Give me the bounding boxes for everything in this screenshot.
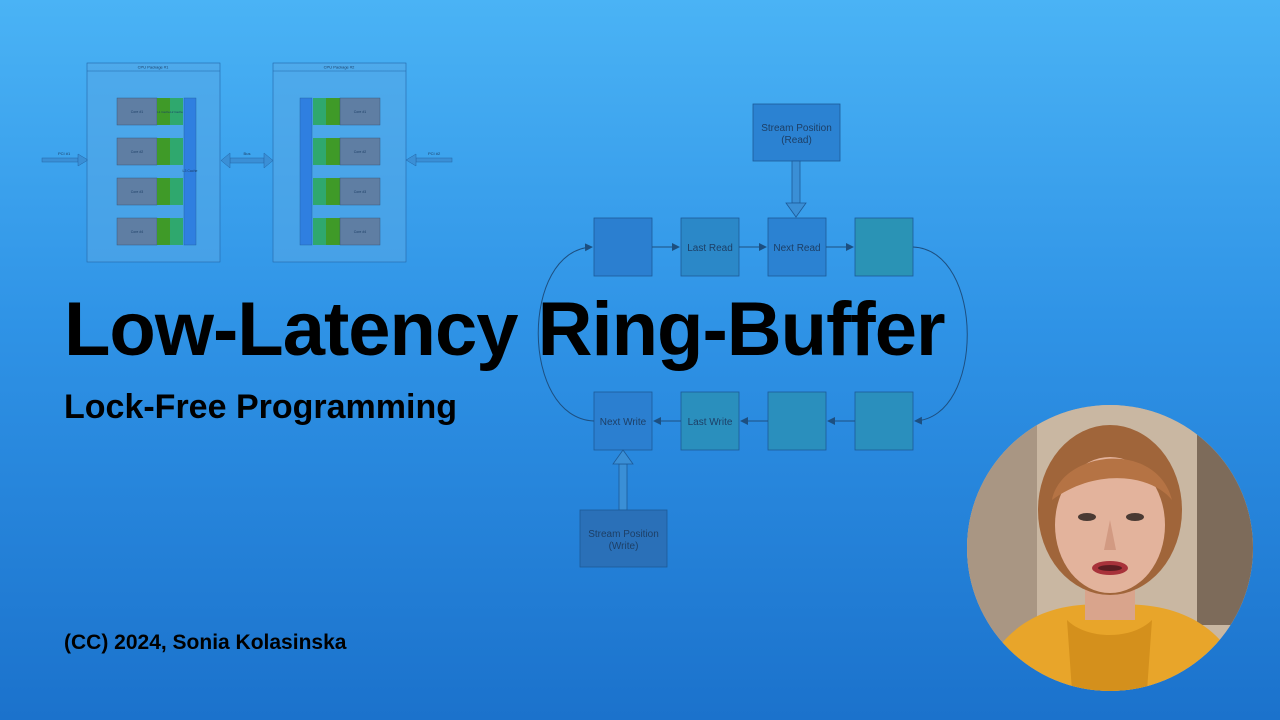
wrap-curve-left: [537, 243, 595, 422]
write-pointer-arrow: [612, 449, 634, 511]
wrap-curve-right: [912, 246, 968, 425]
stream-position-read-box: Stream Position (Read): [752, 103, 841, 162]
buffer-cell-last-write: Last Write: [680, 391, 740, 451]
buffer-cell: [767, 391, 827, 451]
buffer-cell: [854, 217, 914, 277]
cpu-package-2: CPU Package #2 Core #1 Core #2 Core #3: [272, 62, 407, 263]
core-label: Core #4: [354, 230, 367, 234]
package-1-title: CPU Package #1: [138, 65, 169, 70]
buffer-cell: [854, 391, 914, 451]
presenter-webcam: [967, 405, 1253, 691]
core-label: Core #2: [131, 150, 144, 154]
core-row: Core #3: [116, 177, 183, 206]
l3-label: L3 Cache: [183, 169, 198, 173]
cpu-package-diagram: PCI #1 PCI #2 CPU Package #1 L3 Cache Co…: [41, 62, 453, 263]
core-label: Core #1: [354, 110, 367, 114]
core-label: Core #3: [354, 190, 367, 194]
buffer-cell-next-read: Next Read: [767, 217, 827, 277]
cpu-package-1: CPU Package #1 L3 Cache Core #1 Core #2 …: [86, 62, 221, 263]
core-row: Core #1: [313, 97, 381, 126]
bus-label: Bus: [244, 151, 251, 156]
core-label: Core #4: [131, 230, 144, 234]
l3-cache-bar: [183, 97, 197, 246]
stream-position-write-box: Stream Position (Write): [579, 509, 668, 568]
right-input-label: PCI #2: [428, 151, 441, 156]
package-2-title: CPU Package #2: [324, 65, 355, 70]
core-row: Core #2: [313, 137, 381, 166]
stream-read-line1: Stream Position: [761, 123, 832, 134]
l2-label: L2 Cache: [170, 110, 183, 114]
stream-write-line1: Stream Position: [588, 529, 659, 540]
l3-cache-bar: [299, 97, 313, 246]
next-read-label: Next Read: [773, 243, 820, 254]
left-input-label: PCI #1: [58, 151, 71, 156]
presenter-avatar-icon: [967, 405, 1253, 691]
bus-arrow: Bus: [220, 151, 274, 169]
left-input-arrow: PCI #1: [41, 151, 89, 167]
last-read-label: Last Read: [687, 243, 733, 254]
last-write-label: Last Write: [688, 417, 733, 428]
core-row: Core #3: [313, 177, 381, 206]
core-row: Core #1: [116, 97, 183, 126]
right-input-arrow: PCI #2: [405, 151, 453, 167]
slide-subtitle: Lock-Free Programming: [64, 388, 457, 426]
ring-buffer-diagram: Stream Position (Read) Last Read Next Re…: [537, 103, 968, 568]
stream-write-line2: (Write): [609, 541, 639, 552]
buffer-cell-next-write: Next Write: [593, 391, 653, 451]
core-row: Core #2: [116, 137, 183, 166]
next-write-label: Next Write: [600, 417, 647, 428]
core-label: Core #1: [131, 110, 144, 114]
stream-read-line2: (Read): [781, 135, 812, 146]
core-row: Core #4: [116, 217, 183, 246]
buffer-cell-last-read: Last Read: [680, 217, 740, 277]
read-pointer-arrow: [785, 160, 807, 218]
core-label: Core #3: [131, 190, 144, 194]
slide-title: Low-Latency Ring-Buffer: [64, 287, 946, 372]
core-row: Core #4: [313, 217, 381, 246]
buffer-cell: [593, 217, 653, 277]
copyright-credit: (CC) 2024, Sonia Kolasinska: [64, 631, 347, 654]
l1-label: L1 Cache: [157, 110, 170, 114]
core-label: Core #2: [354, 150, 367, 154]
